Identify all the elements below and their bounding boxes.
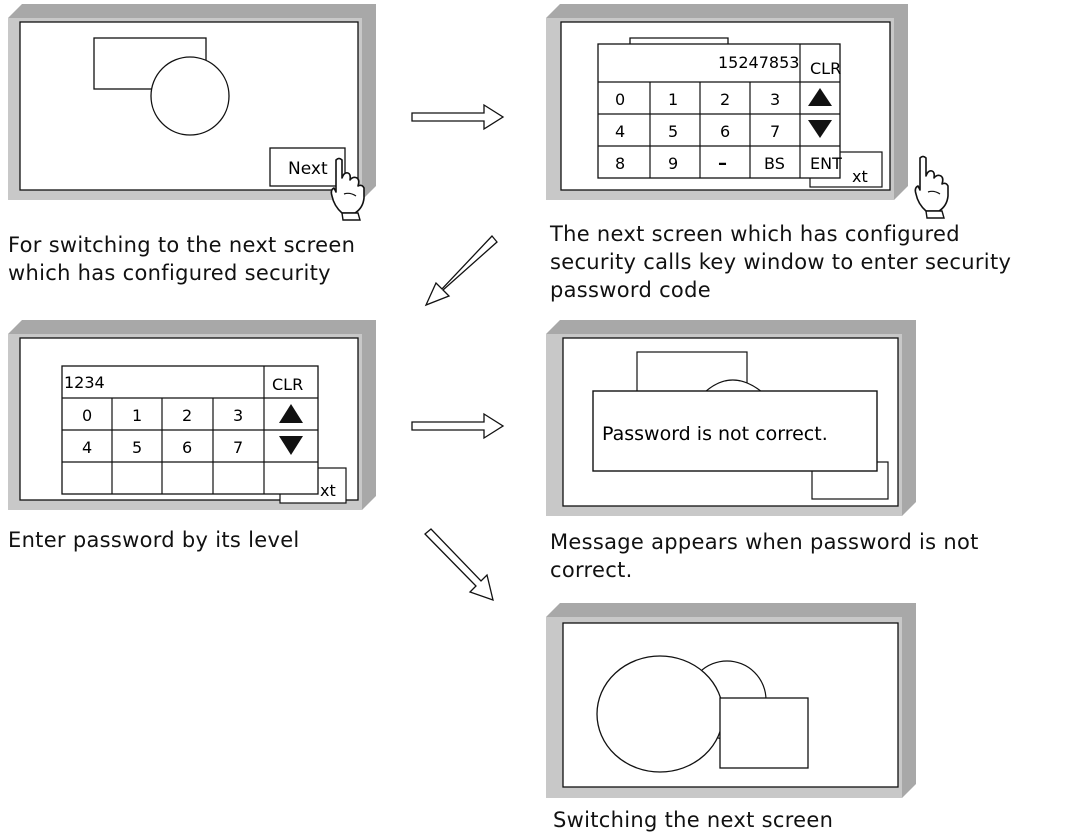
panel-2-clr-key[interactable]: CLR (810, 59, 841, 78)
panel-5-caption: Switching the next screen (553, 808, 834, 832)
key-8: 8 (615, 154, 625, 173)
panel-3-clr-key[interactable]: CLR (272, 375, 303, 394)
key-1: 1 (668, 90, 678, 109)
panel-3-display-value: 1234 (64, 373, 105, 392)
key-minus: – (718, 153, 727, 174)
panel-2-screen: 15247853 CLR 0 1 2 3 4 5 6 7 8 9 – BS EN… (546, 4, 949, 219)
key-4: 4 (615, 122, 625, 141)
panel-1-caption: For switching to the next screen which h… (8, 233, 356, 285)
panel-4-screen: Password is not correct. (546, 320, 916, 516)
error-message-text: Password is not correct. (602, 423, 828, 445)
hollow-arrow-icon (411, 103, 505, 131)
key-7: 7 (770, 122, 780, 141)
key-0: 0 (615, 90, 625, 109)
key-1: 1 (132, 406, 142, 425)
panel-1-circle-shape (150, 56, 230, 136)
panel-2-display-value: 15247853 (718, 53, 799, 72)
panel-2-caption: The next screen which has configured sec… (550, 222, 1012, 302)
key-3: 3 (770, 90, 780, 109)
key-4: 4 (82, 438, 92, 457)
panel-3-caption: Enter password by its level (8, 528, 300, 552)
key-6: 6 (720, 122, 730, 141)
key-5: 5 (668, 122, 678, 141)
error-message-box (592, 390, 878, 472)
hollow-arrow-icon (424, 528, 494, 602)
up-triangle-icon (808, 88, 832, 106)
panel-3-next-partial: xt (320, 481, 336, 500)
key-3: 3 (233, 406, 243, 425)
panel-3-screen: 1234 CLR 0 1 2 3 4 5 6 7 xt (8, 320, 376, 510)
key-2: 2 (720, 90, 730, 109)
panel-2-next-partial: xt (852, 167, 868, 186)
panel-1-next-label: Next (288, 159, 328, 179)
panel-1-next-button[interactable] (269, 147, 346, 187)
key-2: 2 (182, 406, 192, 425)
panel-4-caption: Message appears when password is not cor… (550, 530, 979, 582)
up-triangle-icon (279, 404, 303, 423)
panel-2-keypad: 15247853 CLR 0 1 2 3 4 5 6 7 8 9 – BS EN… (597, 43, 842, 179)
down-triangle-icon (279, 436, 303, 455)
key-7: 7 (233, 438, 243, 457)
down-triangle-icon (808, 120, 832, 138)
hollow-arrow-icon (411, 412, 505, 440)
key-9: 9 (668, 154, 678, 173)
pointing-hand-icon (914, 155, 949, 219)
panel-5-screen (546, 603, 916, 798)
hollow-arrow-icon (424, 235, 498, 307)
key-5: 5 (132, 438, 142, 457)
panel-1-screen: Next (8, 4, 376, 221)
key-0: 0 (82, 406, 92, 425)
key-6: 6 (182, 438, 192, 457)
key-bs: BS (764, 154, 785, 173)
key-ent: ENT (810, 154, 842, 173)
